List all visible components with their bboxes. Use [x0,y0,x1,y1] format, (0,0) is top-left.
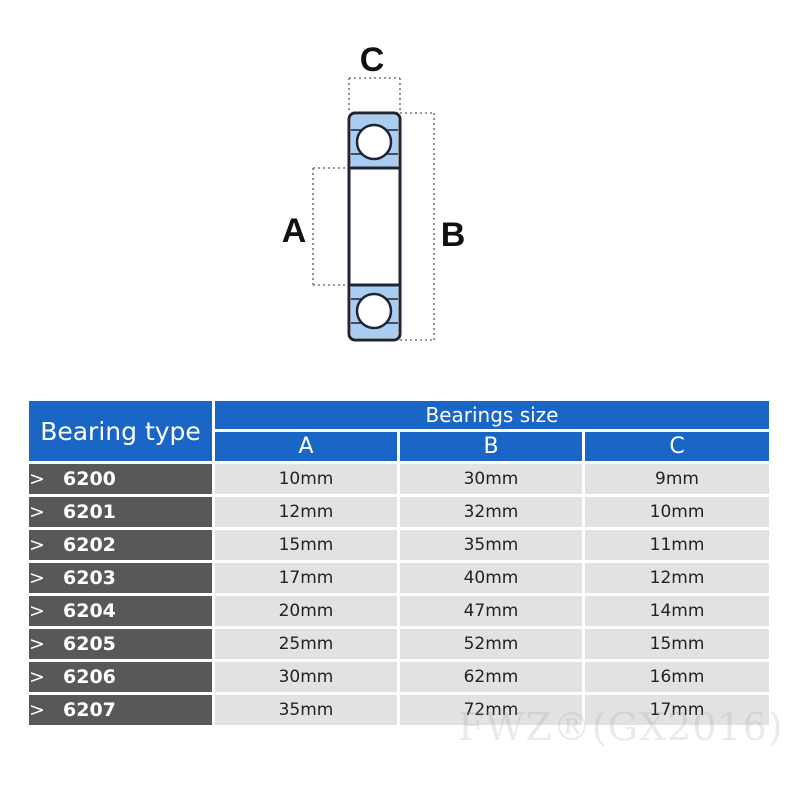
size-a-cell: 17mm [215,563,397,593]
bearing-type-label: 6205 [63,633,116,655]
bearing-type-label: 6204 [63,600,116,622]
size-b-cell: 32mm [400,497,582,527]
dimension-lines [312,77,435,341]
size-c-cell: 12mm [585,563,770,593]
header-col-a: A [215,432,397,461]
bearing-type-cell: >6200 [29,464,212,494]
bearing-top-ball [355,123,393,161]
size-c-cell: 15mm [585,629,770,659]
size-c-cell: 9mm [585,464,770,494]
row-marker-icon: > [29,633,45,655]
row-marker-icon: > [29,567,45,589]
bearing-type-label: 6200 [63,468,116,490]
dimension-a-label: A [282,212,307,250]
dimension-b-label: B [441,216,466,254]
size-a-cell: 25mm [215,629,397,659]
size-b-cell: 40mm [400,563,582,593]
watermark: FWZ®(GX2016) [458,705,784,749]
size-b-cell: 30mm [400,464,582,494]
row-marker-icon: > [29,600,45,622]
size-c-cell: 11mm [585,530,770,560]
header-bearings-size: Bearings size [215,401,770,429]
header-col-b: B [400,432,582,461]
header-col-c: C [585,432,770,461]
size-b-cell: 35mm [400,530,582,560]
bearing-type-cell: >6201 [29,497,212,527]
bearing-type-label: 6201 [63,501,116,523]
size-a-cell: 35mm [215,695,397,725]
size-b-cell: 62mm [400,662,582,692]
bearing-type-label: 6207 [63,699,116,721]
size-b-cell: 47mm [400,596,582,626]
size-c-cell: 17mm [585,695,770,725]
row-marker-icon: > [29,666,45,688]
bearing-section [347,111,402,342]
row-marker-icon: > [29,699,45,721]
row-marker-icon: > [29,468,45,490]
bearing-type-cell: >6206 [29,662,212,692]
size-c-cell: 16mm [585,662,770,692]
bearing-type-cell: >6205 [29,629,212,659]
row-marker-icon: > [29,501,45,523]
bearing-type-cell: >6204 [29,596,212,626]
bearing-cross-section-diagram: C A B [282,41,466,342]
size-b-cell: 52mm [400,629,582,659]
bearing-type-label: 6202 [63,534,116,556]
size-a-cell: 30mm [215,662,397,692]
bearing-type-cell: >6207 [29,695,212,725]
size-a-cell: 15mm [215,530,397,560]
header-bearing-type: Bearing type [29,401,212,461]
size-a-cell: 12mm [215,497,397,527]
size-a-cell: 20mm [215,596,397,626]
row-marker-icon: > [29,534,45,556]
bearing-outline [347,111,402,342]
dimension-c-label: C [360,41,385,79]
bearing-type-label: 6206 [63,666,116,688]
bearing-bottom-ball [355,292,393,330]
bearing-type-label: 6203 [63,567,116,589]
size-a-cell: 10mm [215,464,397,494]
size-c-cell: 10mm [585,497,770,527]
size-b-cell: 72mm [400,695,582,725]
bearing-type-cell: >6202 [29,530,212,560]
bearing-type-cell: >6203 [29,563,212,593]
size-c-cell: 14mm [585,596,770,626]
